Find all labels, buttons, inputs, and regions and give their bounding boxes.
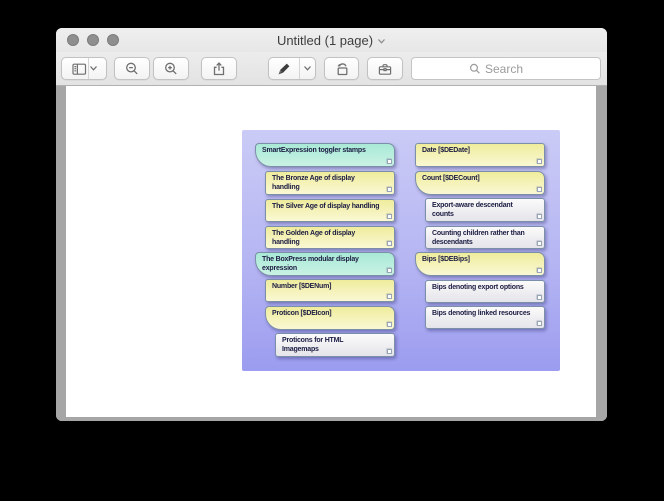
titlebar: Untitled (1 page) <box>56 28 607 52</box>
note: The BoxPress modular display expression <box>255 252 395 276</box>
search-field[interactable] <box>411 57 601 80</box>
zoom-button[interactable] <box>107 34 119 46</box>
minimize-button[interactable] <box>87 34 99 46</box>
markup-toolbar-button[interactable] <box>367 57 403 80</box>
fold-corner-icon <box>537 159 542 164</box>
markup-pen-button[interactable] <box>268 57 316 80</box>
sidebar-toggle-button[interactable] <box>61 57 107 80</box>
fold-corner-icon <box>387 268 392 273</box>
chevron-down-icon[interactable] <box>299 58 315 79</box>
zoom-in-icon <box>163 61 179 77</box>
fold-corner-icon <box>537 187 542 192</box>
note: Bips [$DEBips] <box>415 252 545 276</box>
note: Count [$DECount] <box>415 171 545 195</box>
fold-corner-icon <box>387 187 392 192</box>
note: The Bronze Age of display handling <box>265 171 395 195</box>
note: Bips denoting linked resources <box>425 306 545 329</box>
rotate-left-icon <box>334 61 350 77</box>
search-icon <box>469 63 480 74</box>
note: Counting children rather than descendant… <box>425 226 545 249</box>
traffic-lights <box>67 34 119 46</box>
fold-corner-icon <box>537 295 542 300</box>
note: The Golden Age of display handling <box>265 226 395 249</box>
note: Proticon [$DEIcon] <box>265 306 395 330</box>
title-chevron-icon[interactable] <box>377 38 386 45</box>
zoom-out-icon <box>124 61 140 77</box>
fold-corner-icon <box>537 241 542 246</box>
note: Number [$DENum] <box>265 279 395 302</box>
fold-corner-icon <box>537 321 542 326</box>
zoom-in-button[interactable] <box>153 57 189 80</box>
sidebar-panel-icon <box>71 58 88 79</box>
zoom-out-button[interactable] <box>114 57 150 80</box>
note: The Silver Age of display handling <box>265 199 395 222</box>
chevron-down-icon <box>87 58 98 79</box>
window-title: Untitled (1 page) <box>276 32 374 48</box>
fold-corner-icon <box>537 214 542 219</box>
fold-corner-icon <box>387 241 392 246</box>
note: Export-aware descendant counts <box>425 198 545 222</box>
search-input[interactable] <box>485 61 543 76</box>
fold-corner-icon <box>387 214 392 219</box>
close-button[interactable] <box>67 34 79 46</box>
fold-corner-icon <box>537 268 542 273</box>
toolbox-icon <box>377 61 393 77</box>
fold-corner-icon <box>387 294 392 299</box>
rotate-left-button[interactable] <box>324 57 359 80</box>
toolbar-divider <box>56 85 607 86</box>
markup-pen-icon <box>269 58 299 79</box>
note: Date [$DEDate] <box>415 143 545 167</box>
fold-corner-icon <box>387 159 392 164</box>
share-button[interactable] <box>201 57 237 80</box>
note: SmartExpression toggler stamps <box>255 143 395 167</box>
share-icon <box>211 61 227 77</box>
preview-window: Untitled (1 page) <box>56 28 607 421</box>
note: Proticons for HTML Imagemaps <box>275 333 395 357</box>
note: Bips denoting export options <box>425 280 545 303</box>
fold-corner-icon <box>387 349 392 354</box>
fold-corner-icon <box>387 322 392 327</box>
toolbar <box>56 52 607 85</box>
